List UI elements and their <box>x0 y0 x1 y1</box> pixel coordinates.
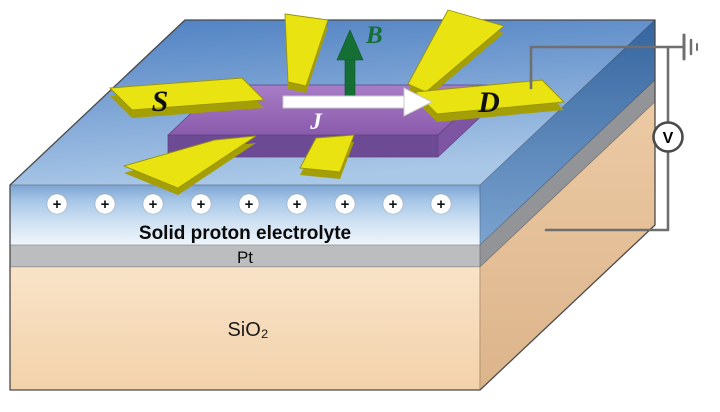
plus-sign: + <box>53 196 62 213</box>
plus-sign: + <box>341 196 350 213</box>
measurement-circuit: V <box>529 33 698 232</box>
sio2-layer-label: SiO₂ <box>227 319 268 341</box>
current-arrow-shaft <box>282 95 407 109</box>
box-outline <box>9 19 656 391</box>
charge-symbol: + <box>286 193 308 215</box>
charge-symbol: + <box>382 193 404 215</box>
probe-arm-bottom-left-top <box>122 135 257 189</box>
drain-to-ground-wire <box>529 45 686 90</box>
field-arrow-head <box>336 29 364 61</box>
plus-sign: + <box>293 196 302 213</box>
charge-symbol: + <box>238 193 260 215</box>
charge-symbol: + <box>94 193 116 215</box>
voltmeter-label: V <box>663 130 674 147</box>
probe-arm-bottom-mid-top <box>299 134 355 173</box>
current-arrow-head <box>403 87 434 117</box>
probe-arm-top-left <box>284 13 329 93</box>
plus-sign: + <box>389 196 398 213</box>
charge-symbol: + <box>334 193 356 215</box>
plus-sign: + <box>101 196 110 213</box>
voltmeter-circle <box>652 121 684 153</box>
plus-sign: + <box>245 196 254 213</box>
charge-symbol: + <box>142 193 164 215</box>
charge-symbol: + <box>190 193 212 215</box>
probe-arm-bottom-mid <box>299 134 355 179</box>
source-electrode <box>108 77 266 118</box>
probe-arm-bottom-left <box>122 135 257 195</box>
pt-layer-label: Pt <box>237 248 253 267</box>
source-electrode-top <box>108 77 266 111</box>
plus-sign: + <box>149 196 158 213</box>
drain-electrode-top <box>414 79 565 115</box>
source-label: S <box>152 85 169 118</box>
charge-symbol: + <box>46 193 68 215</box>
plus-sign: + <box>197 196 206 213</box>
probe-arm-top-left-top <box>284 13 329 87</box>
proton-charges-row: + + + + + + + + + <box>46 193 452 215</box>
ground-icon <box>682 33 698 61</box>
drain-label: D <box>477 86 500 119</box>
electrolyte-layer-label: Solid proton electrolyte <box>139 223 351 244</box>
voltmeter-branch-wire <box>544 45 670 232</box>
plus-sign: + <box>437 196 446 213</box>
current-arrow <box>282 87 434 117</box>
charge-symbol: + <box>430 193 452 215</box>
magnetic-field-label: B <box>365 22 383 49</box>
current-label: J <box>309 109 323 134</box>
voltmeter: V <box>652 121 684 153</box>
drain-electrode <box>414 79 565 122</box>
